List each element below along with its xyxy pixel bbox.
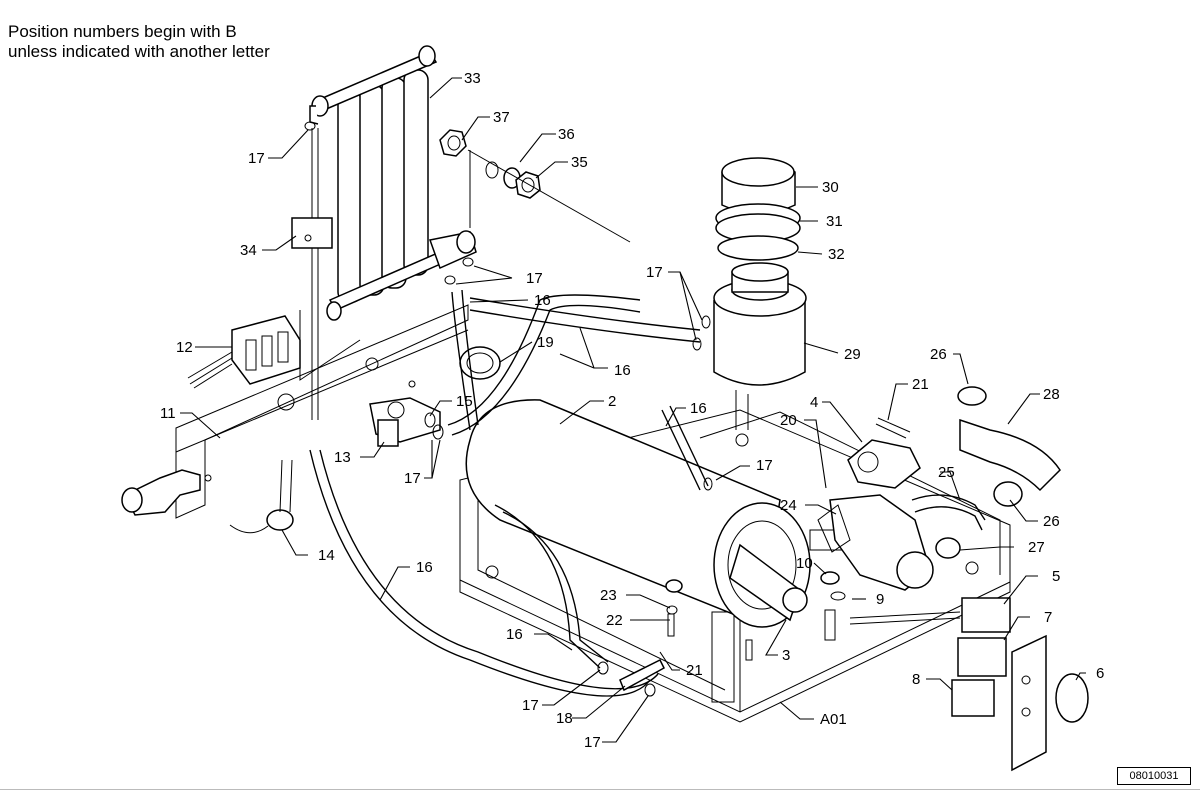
callout-12: 12 [176, 339, 193, 356]
leader-lines [180, 77, 1086, 743]
callout-10: 10 [796, 555, 813, 572]
t-connector [619, 658, 665, 692]
callout-17-filter-outlet: 17 [526, 270, 543, 287]
callout-13: 13 [334, 449, 351, 466]
drain-hose-assembly [911, 386, 1061, 559]
filter-cartridge-assembly [291, 45, 477, 420]
callout-21-bottom: 21 [686, 662, 703, 679]
callout-17-valve: 17 [404, 470, 421, 487]
callout-17-filter-top: 17 [248, 150, 265, 167]
callout-17-bottom: 17 [584, 734, 601, 751]
callout-6: 6 [1096, 665, 1104, 682]
callout-16-upper: 16 [534, 292, 551, 309]
callout-A01: A01 [820, 711, 847, 728]
pump-and-valve [817, 417, 934, 591]
callout-17-boiler-top: 17 [756, 457, 773, 474]
o-rings [304, 121, 713, 697]
callout-30: 30 [822, 179, 839, 196]
position-note-line-2: unless indicated with another letter [8, 42, 270, 61]
callout-21-right: 21 [912, 376, 929, 393]
callout-15: 15 [456, 393, 473, 410]
callout-26-top: 26 [930, 346, 947, 363]
gasket-inner [466, 352, 494, 374]
callout-16-tank: 16 [690, 400, 707, 417]
small-fittings [665, 571, 846, 661]
mounting-bracket [175, 304, 469, 519]
callout-17-bottom-left: 17 [522, 697, 539, 714]
callout-14: 14 [318, 547, 335, 564]
callout-9: 9 [876, 591, 884, 608]
callout-20: 20 [780, 412, 797, 429]
callout-16-lower: 16 [416, 559, 433, 576]
thermostats [849, 597, 1089, 772]
callout-28: 28 [1043, 386, 1060, 403]
callout-32: 32 [828, 246, 845, 263]
callout-35: 35 [571, 154, 588, 171]
callout-37: 37 [493, 109, 510, 126]
callout-29: 29 [844, 346, 861, 363]
callout-18: 18 [556, 710, 573, 727]
boiler-cylinder [465, 399, 851, 628]
callout-24: 24 [780, 497, 797, 514]
callout-36: 36 [558, 126, 575, 143]
callout-19: 19 [537, 334, 554, 351]
nut-and-washer-set [439, 129, 631, 243]
callout-11: 11 [160, 405, 176, 422]
solenoid-valve [369, 397, 444, 447]
callout-16-bottom: 16 [506, 626, 523, 643]
terminal-block [187, 315, 301, 389]
callout-3: 3 [782, 647, 790, 664]
callout-27: 27 [1028, 539, 1045, 556]
callout-34: 34 [240, 242, 257, 259]
callout-8: 8 [912, 671, 920, 688]
callout-31: 31 [826, 213, 843, 230]
water-tank-assembly [713, 157, 807, 430]
callout-5: 5 [1052, 568, 1060, 585]
inlet-hose [121, 459, 294, 534]
callout-17-tank: 17 [646, 264, 663, 281]
callout-23: 23 [600, 587, 617, 604]
bottom-divider [0, 789, 1200, 790]
callout-22: 22 [606, 612, 623, 629]
callout-4: 4 [810, 394, 818, 411]
callout-33: 33 [464, 70, 481, 87]
gasket-ring [459, 346, 501, 380]
drawing-number-box: 08010031 [1117, 767, 1191, 785]
callout-25: 25 [938, 464, 955, 481]
callout-7: 7 [1044, 609, 1052, 626]
position-note-line-1: Position numbers begin with B [8, 22, 237, 41]
callout-16-middle: 16 [614, 362, 631, 379]
callout-2: 2 [608, 393, 616, 410]
callout-26-bottom: 26 [1043, 513, 1060, 530]
callout-labels: 33 37 36 35 17 34 30 31 32 17 16 17 12 1… [160, 70, 1104, 751]
